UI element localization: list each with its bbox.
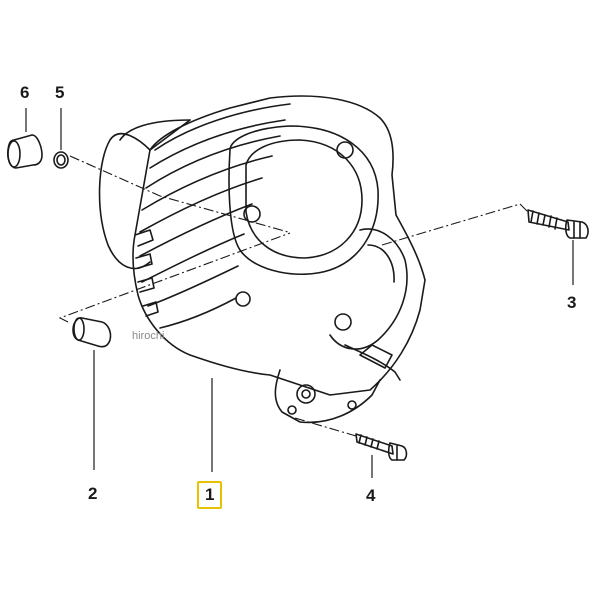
- cylinder-body[interactable]: [132, 95, 426, 396]
- watermark-text: hirochi: [132, 330, 165, 342]
- callout-5: 5: [55, 83, 65, 102]
- callout-6: 6: [20, 83, 30, 102]
- callout-4: 4: [366, 486, 376, 505]
- callout-2: 2: [88, 484, 98, 503]
- axis-line-lower-left: [58, 232, 291, 323]
- callout-3: 3: [567, 293, 577, 312]
- o-ring[interactable]: [53, 151, 69, 169]
- dowel-pin[interactable]: [72, 317, 112, 348]
- cylinder-barrel: [98, 119, 191, 270]
- dowel-sleeve[interactable]: [7, 134, 43, 169]
- cylinder-bore: [228, 125, 379, 331]
- screw-bolt-lower[interactable]: [355, 433, 408, 461]
- axis-line-right: [381, 203, 529, 246]
- callout-1-highlighted[interactable]: 1: [197, 481, 223, 509]
- cylinder-flange: [274, 228, 408, 424]
- axis-line-upper-left: [69, 155, 289, 233]
- axis-line-lower-right: [294, 417, 357, 437]
- screw-bolt-upper[interactable]: [527, 209, 589, 239]
